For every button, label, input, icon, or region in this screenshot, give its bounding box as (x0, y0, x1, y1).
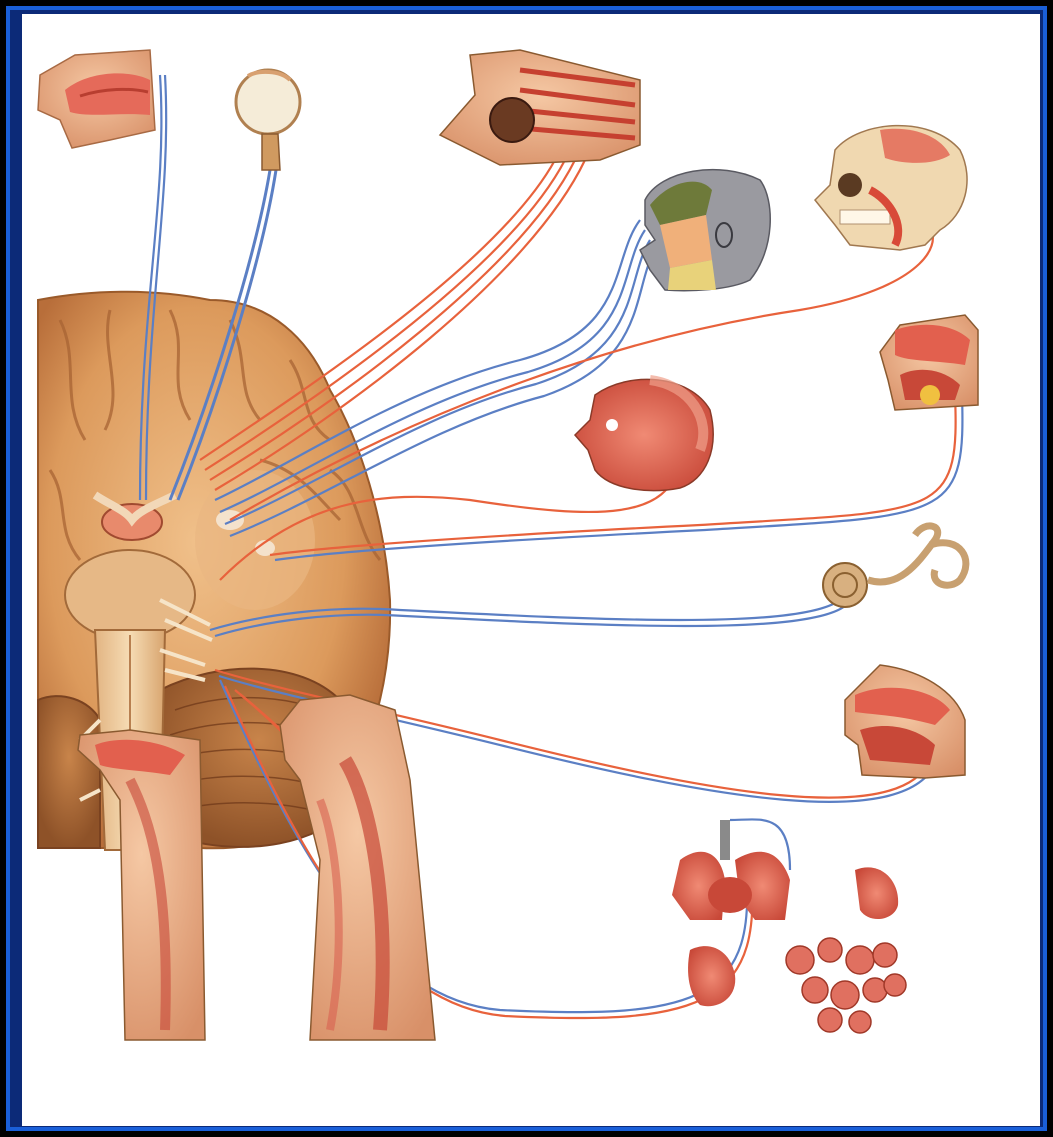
face-muscles-vignette (575, 379, 713, 490)
face-skin-vignette (640, 170, 770, 291)
pharynx-vignette (845, 665, 965, 778)
neck-vignette (280, 695, 435, 1040)
tongue-vignette (880, 315, 978, 410)
nose-vignette (38, 50, 155, 148)
skull-vignette (815, 126, 967, 250)
inner-ear-vignette (823, 526, 966, 607)
eye-vignette (236, 70, 300, 170)
eye-muscles-vignette (440, 50, 640, 165)
